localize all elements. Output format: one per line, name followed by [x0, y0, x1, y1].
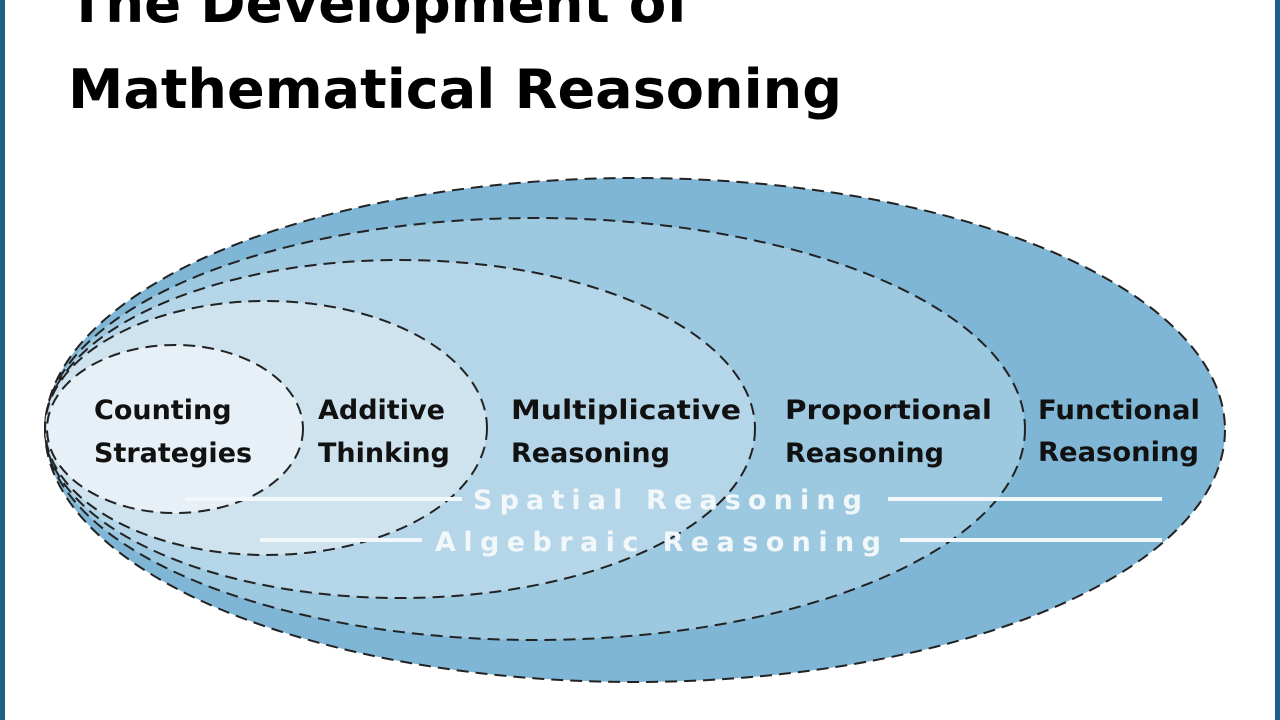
stage-label-line: Counting [94, 395, 232, 426]
stage-label-line: Thinking [318, 438, 450, 469]
stage-label-line: Additive [318, 395, 445, 426]
stage-label-line: Reasoning [511, 438, 670, 469]
stage-label-line: Strategies [94, 438, 252, 469]
stage-label-multiplicative: Multiplicative Reasoning [511, 395, 741, 469]
stage-label-proportional: Proportional Reasoning [785, 395, 992, 469]
title-line-1: The Development of [68, 0, 691, 35]
stage-label-line: Reasoning [785, 438, 944, 469]
counting-strategies-ellipse [46, 344, 304, 514]
spatial-reasoning-band: Spatial Reasoning [185, 485, 1162, 516]
stage-label-functional: Functional Reasoning [1038, 395, 1200, 468]
stage-label-line: Reasoning [1038, 437, 1199, 468]
stage-label-counting: Counting Strategies [94, 395, 252, 469]
algebraic-reasoning-band: Algebraic Reasoning [260, 527, 1162, 558]
left-frame-stripe [0, 0, 5, 720]
title-line-2: Mathematical Reasoning [68, 58, 842, 121]
algebraic-reasoning-label: Algebraic Reasoning [435, 527, 890, 558]
right-frame-stripe [1275, 0, 1280, 720]
spatial-reasoning-label: Spatial Reasoning [473, 485, 871, 516]
stage-label-additive: Additive Thinking [318, 395, 450, 469]
stage-label-line: Functional [1038, 395, 1200, 426]
stage-label-line: Multiplicative [511, 395, 741, 426]
stage-label-line: Proportional [785, 395, 992, 426]
